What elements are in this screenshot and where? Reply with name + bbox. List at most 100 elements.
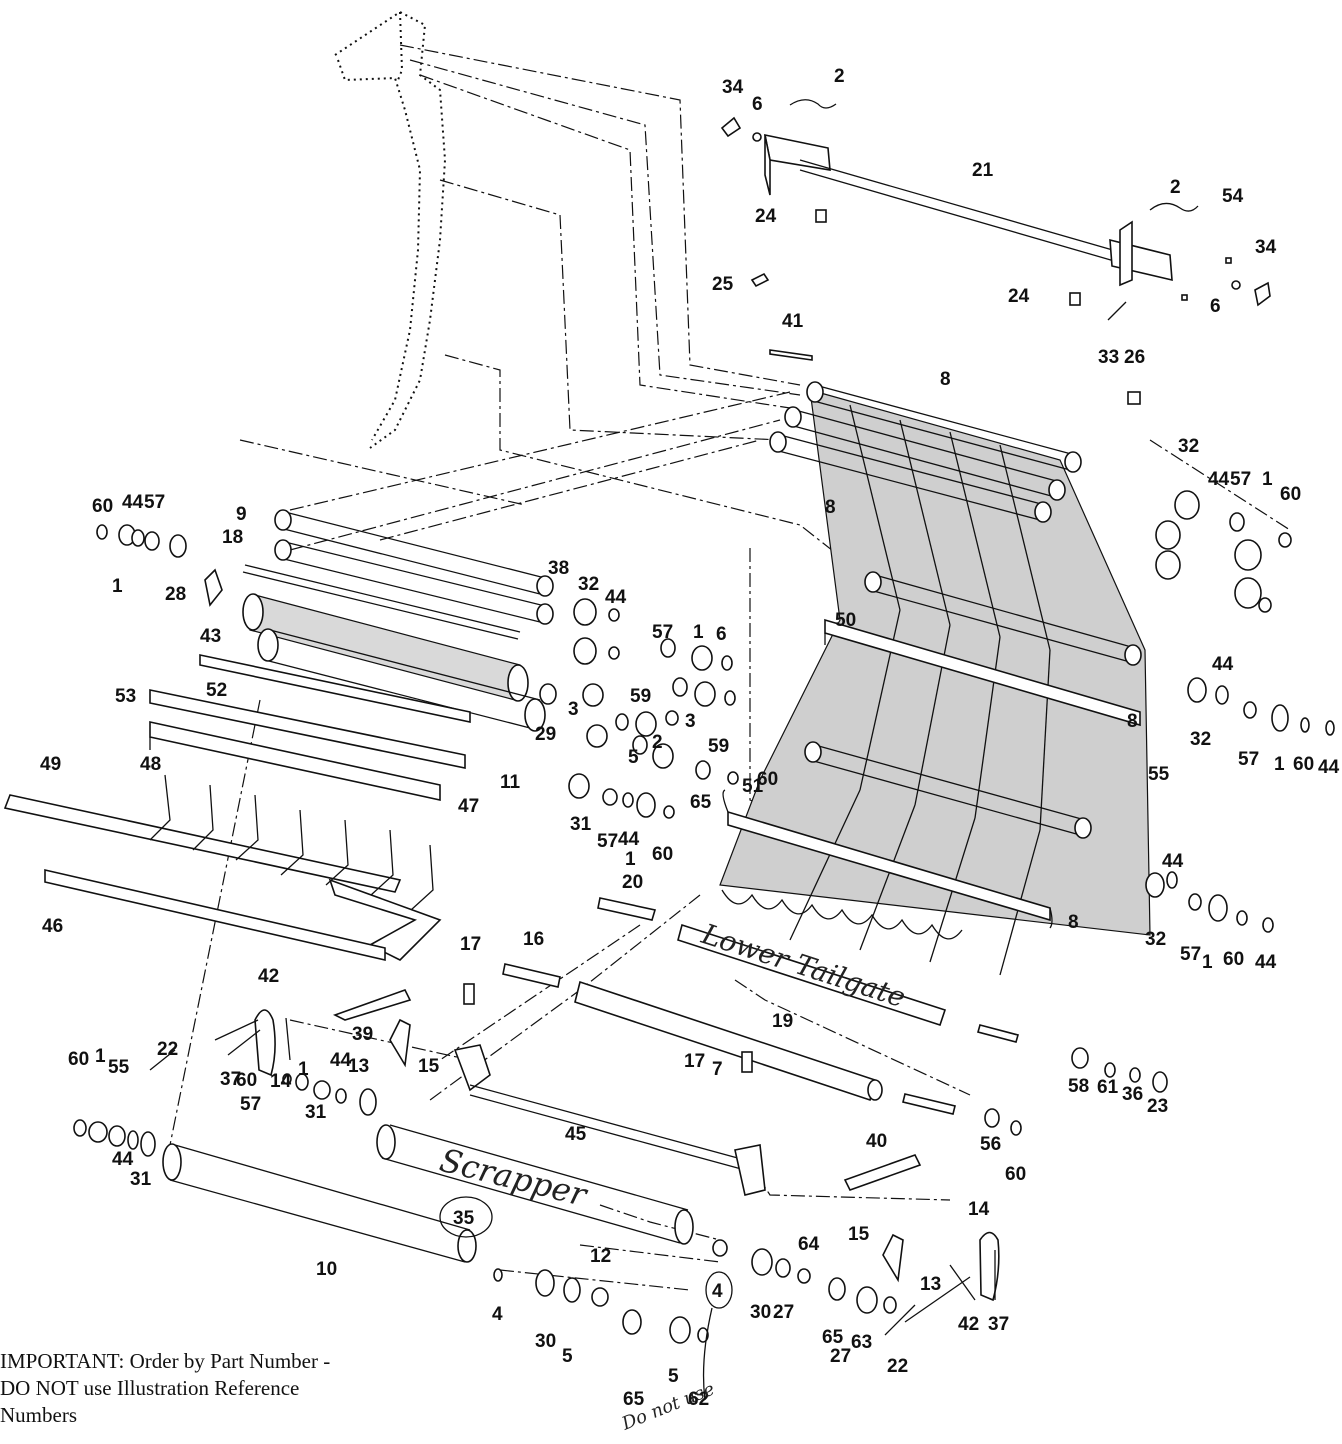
callout-label: 1 — [112, 576, 123, 597]
handwritten-lower-tailgate: Lower Tailgate — [697, 917, 910, 1014]
callout-label: 31 — [305, 1102, 327, 1123]
callout-label: 39 — [352, 1024, 373, 1045]
callout-label: 60 — [236, 1070, 257, 1091]
callout-label: 44 — [330, 1050, 352, 1071]
callout-label: 38 — [548, 558, 569, 579]
callout-label: 10 — [316, 1259, 337, 1280]
callout-label: 22 — [887, 1356, 908, 1377]
callout-label: 48 — [140, 754, 161, 775]
callout-label: 57 — [597, 831, 618, 852]
callout-label: 4 — [492, 1304, 503, 1325]
circled-callouts — [439, 1196, 733, 1401]
callout-label: 5 — [562, 1346, 573, 1367]
callout-label: 64 — [798, 1234, 820, 1255]
callout-label: 57 — [652, 622, 673, 643]
callout-label: 42 — [258, 966, 279, 987]
callout-label: 1 — [1202, 952, 1213, 973]
callout-label: 57 — [1230, 469, 1251, 490]
callout-label: 34 — [722, 77, 744, 98]
callout-label: 1 — [625, 849, 636, 870]
callout-label: 58 — [1068, 1076, 1089, 1097]
misc-parts — [332, 897, 1019, 1191]
callout-label: 21 — [972, 160, 994, 181]
callout-label: 8 — [940, 369, 951, 390]
callout-label: 43 — [200, 626, 221, 647]
callout-label: 31 — [570, 814, 592, 835]
callout-label: 45 — [565, 1124, 587, 1145]
callout-label: 24 — [1008, 286, 1030, 307]
note-line-1: IMPORTANT: Order by Part Number - — [0, 1349, 331, 1373]
callout-label: 19 — [772, 1011, 793, 1032]
callout-label: 44 — [1208, 469, 1230, 490]
callout-label: 31 — [130, 1169, 152, 1190]
tailgate-apron-55 — [719, 389, 1151, 976]
callout-label: 13 — [348, 1056, 369, 1077]
callout-label: 44 — [1255, 952, 1277, 973]
callout-label: 4 — [712, 1281, 723, 1302]
callout-label: 60 — [92, 496, 113, 517]
callout-label: 57 — [240, 1094, 261, 1115]
callout-label: 2 — [1170, 177, 1181, 198]
callout-label: 1 — [693, 622, 704, 643]
cross-shaft-21 — [720, 99, 1271, 405]
callout-label: 17 — [684, 1051, 705, 1072]
callout-label: 14 — [968, 1199, 990, 1220]
callout-label: 11 — [500, 772, 521, 793]
callout-label: 57 — [1238, 749, 1259, 770]
callout-label: 20 — [622, 872, 643, 893]
callout-label: 27 — [830, 1346, 851, 1367]
callout-label: 57 — [1180, 944, 1201, 965]
callout-label: 65 — [822, 1327, 844, 1348]
callout-label: 28 — [165, 584, 186, 605]
callout-label: 23 — [1147, 1096, 1168, 1117]
callout-label: 17 — [460, 934, 481, 955]
callout-label: 44 — [1318, 757, 1340, 778]
callout-label: 59 — [708, 736, 729, 757]
callout-label: 59 — [630, 686, 651, 707]
callout-label: 26 — [1124, 347, 1145, 368]
tine-bar-48-49 — [3, 774, 442, 962]
order-note: IMPORTANT: Order by Part Number - DO NOT… — [0, 1348, 460, 1429]
callout-label: 5 — [628, 747, 639, 768]
callout-label: 8 — [825, 497, 836, 518]
callout-label: 1 — [1274, 754, 1285, 775]
callout-label: 44 — [605, 587, 627, 608]
callout-label: 22 — [157, 1039, 178, 1060]
callout-label: 6 — [752, 94, 763, 115]
callout-label: 60 — [1005, 1164, 1026, 1185]
note-line-2: DO NOT use Illustration Reference — [0, 1376, 300, 1400]
callout-label: 35 — [453, 1208, 475, 1229]
callout-label: 53 — [115, 686, 136, 707]
strips-52-53-47 — [149, 654, 471, 801]
callout-label: 50 — [835, 610, 856, 631]
callout-label: 16 — [523, 929, 544, 950]
callout-label: 60 — [652, 844, 673, 865]
note-line-3: Numbers — [0, 1403, 77, 1427]
callout-label: 14 — [270, 1071, 292, 1092]
callout-label: 61 — [1097, 1077, 1119, 1098]
shaft-45 — [453, 1044, 766, 1196]
callout-label: 37 — [988, 1314, 1009, 1335]
callout-label: 37 — [220, 1069, 241, 1090]
callout-label: 27 — [773, 1302, 794, 1323]
callout-label: 15 — [848, 1224, 870, 1245]
callout-label: 51 — [742, 776, 764, 797]
callout-label: 44 — [122, 492, 144, 513]
callout-label: 44 — [1162, 851, 1184, 872]
callout-label: 8 — [1127, 711, 1138, 732]
callout-label: 25 — [712, 274, 734, 295]
bearing-washers — [73, 490, 1335, 1344]
callout-label: 33 — [1098, 347, 1119, 368]
callout-label: 62 — [688, 1389, 709, 1410]
callout-label: 32 — [1178, 436, 1199, 457]
callout-label: 42 — [958, 1314, 979, 1335]
callout-label: 56 — [980, 1134, 1001, 1155]
callout-label: 60 — [757, 769, 778, 790]
callout-label: 24 — [755, 206, 777, 227]
callout-label: 57 — [144, 492, 165, 513]
callout-label: 18 — [222, 527, 243, 548]
callout-label: 8 — [1068, 912, 1079, 933]
callout-label: 7 — [712, 1059, 723, 1080]
callout-label: 32 — [578, 574, 599, 595]
callout-label: 29 — [535, 724, 556, 745]
